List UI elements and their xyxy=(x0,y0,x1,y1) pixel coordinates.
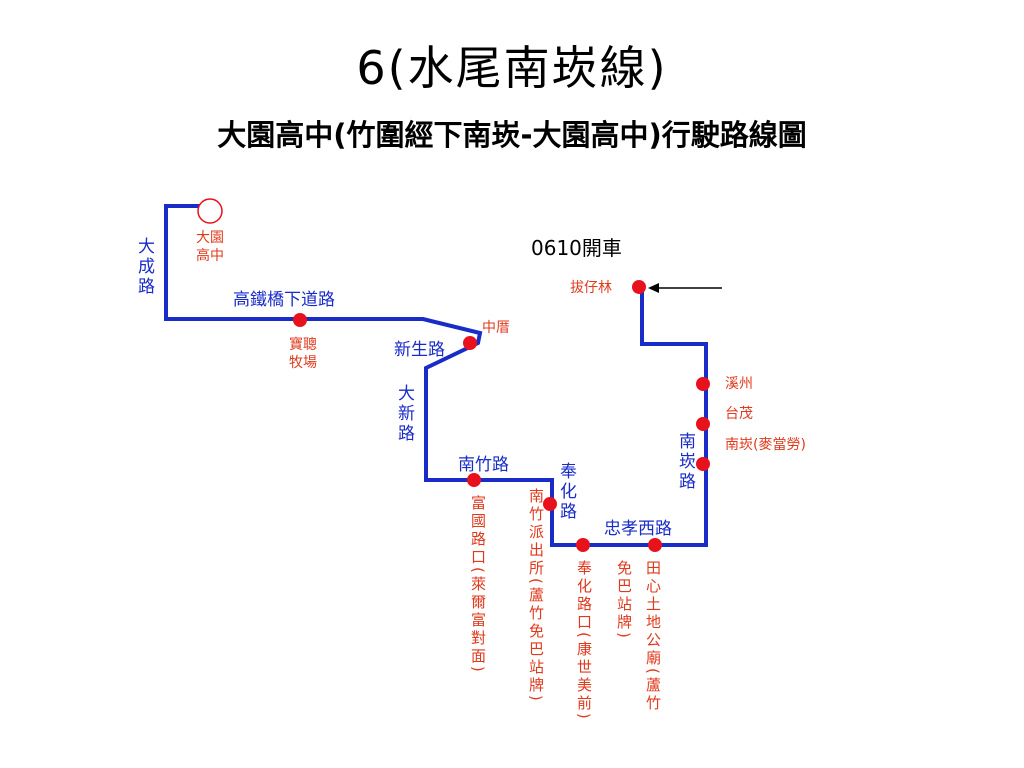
stop-marker-baocong xyxy=(293,313,307,327)
page-subtitle: 大園高中(竹圍經下南崁-大園高中)行駛路線圖 xyxy=(217,118,807,152)
road-label-nankan: 南崁路 xyxy=(675,432,695,492)
stop-label-tianxin: 田心土地公廟(蘆竹 xyxy=(644,560,662,713)
stop-marker-nanzhu-police xyxy=(543,497,557,511)
stop-label-fenghua-kangshi: 奉化路口(康世美前) xyxy=(575,560,593,722)
stop-marker-zhongcuo xyxy=(463,336,477,350)
road-label-dacheng: 大成路 xyxy=(134,237,154,297)
stop-marker-fuguo xyxy=(467,473,481,487)
stop-marker-tianxin xyxy=(648,538,662,552)
stop-label-xizhou: 溪州 xyxy=(725,376,753,392)
stop-label-baocong: 寶聰牧場 xyxy=(289,337,317,371)
route-line xyxy=(164,204,708,547)
start-arrow-head xyxy=(648,283,659,293)
page-title: 6(水尾南崁線) xyxy=(356,41,668,95)
road-label-zhongxiao-west: 忠孝西路 xyxy=(604,519,672,539)
road-label-xinsheng: 新生路 xyxy=(394,340,445,360)
stop-label-nanzhu-police: 南竹派出所(蘆竹免巴站牌) xyxy=(527,488,545,704)
stop-label-taimao: 台茂 xyxy=(725,406,753,422)
road-label-hsr-underpass: 高鐵橋下道路 xyxy=(233,290,335,310)
road-label-nanzhu: 南竹路 xyxy=(458,455,509,475)
stop-marker-xizhou xyxy=(696,377,710,391)
stop-marker-fenghua xyxy=(576,538,590,552)
stop-label-zhongcuo: 中厝 xyxy=(482,320,510,336)
stop-label-dayuan-hs: 大園高中 xyxy=(196,230,224,264)
departure-time-note: 0610開車 xyxy=(531,236,622,260)
stop-marker-baziling xyxy=(632,280,646,294)
stop-label-nankan-mcd: 南崁(麥當勞) xyxy=(725,437,806,453)
stop-label-free-bus-sign: 免巴站牌) xyxy=(615,560,633,641)
road-label-daxin: 大新路 xyxy=(394,384,414,444)
stop-label-baziling: 拔仔林 xyxy=(570,280,612,296)
stop-marker-taimao xyxy=(696,417,710,431)
stop-label-fuguo: 富國路口(萊爾富對面) xyxy=(469,495,487,675)
stop-marker-nankan xyxy=(696,457,710,471)
terminal-circle xyxy=(197,198,223,224)
road-label-fenghua: 奉化路 xyxy=(556,462,576,522)
